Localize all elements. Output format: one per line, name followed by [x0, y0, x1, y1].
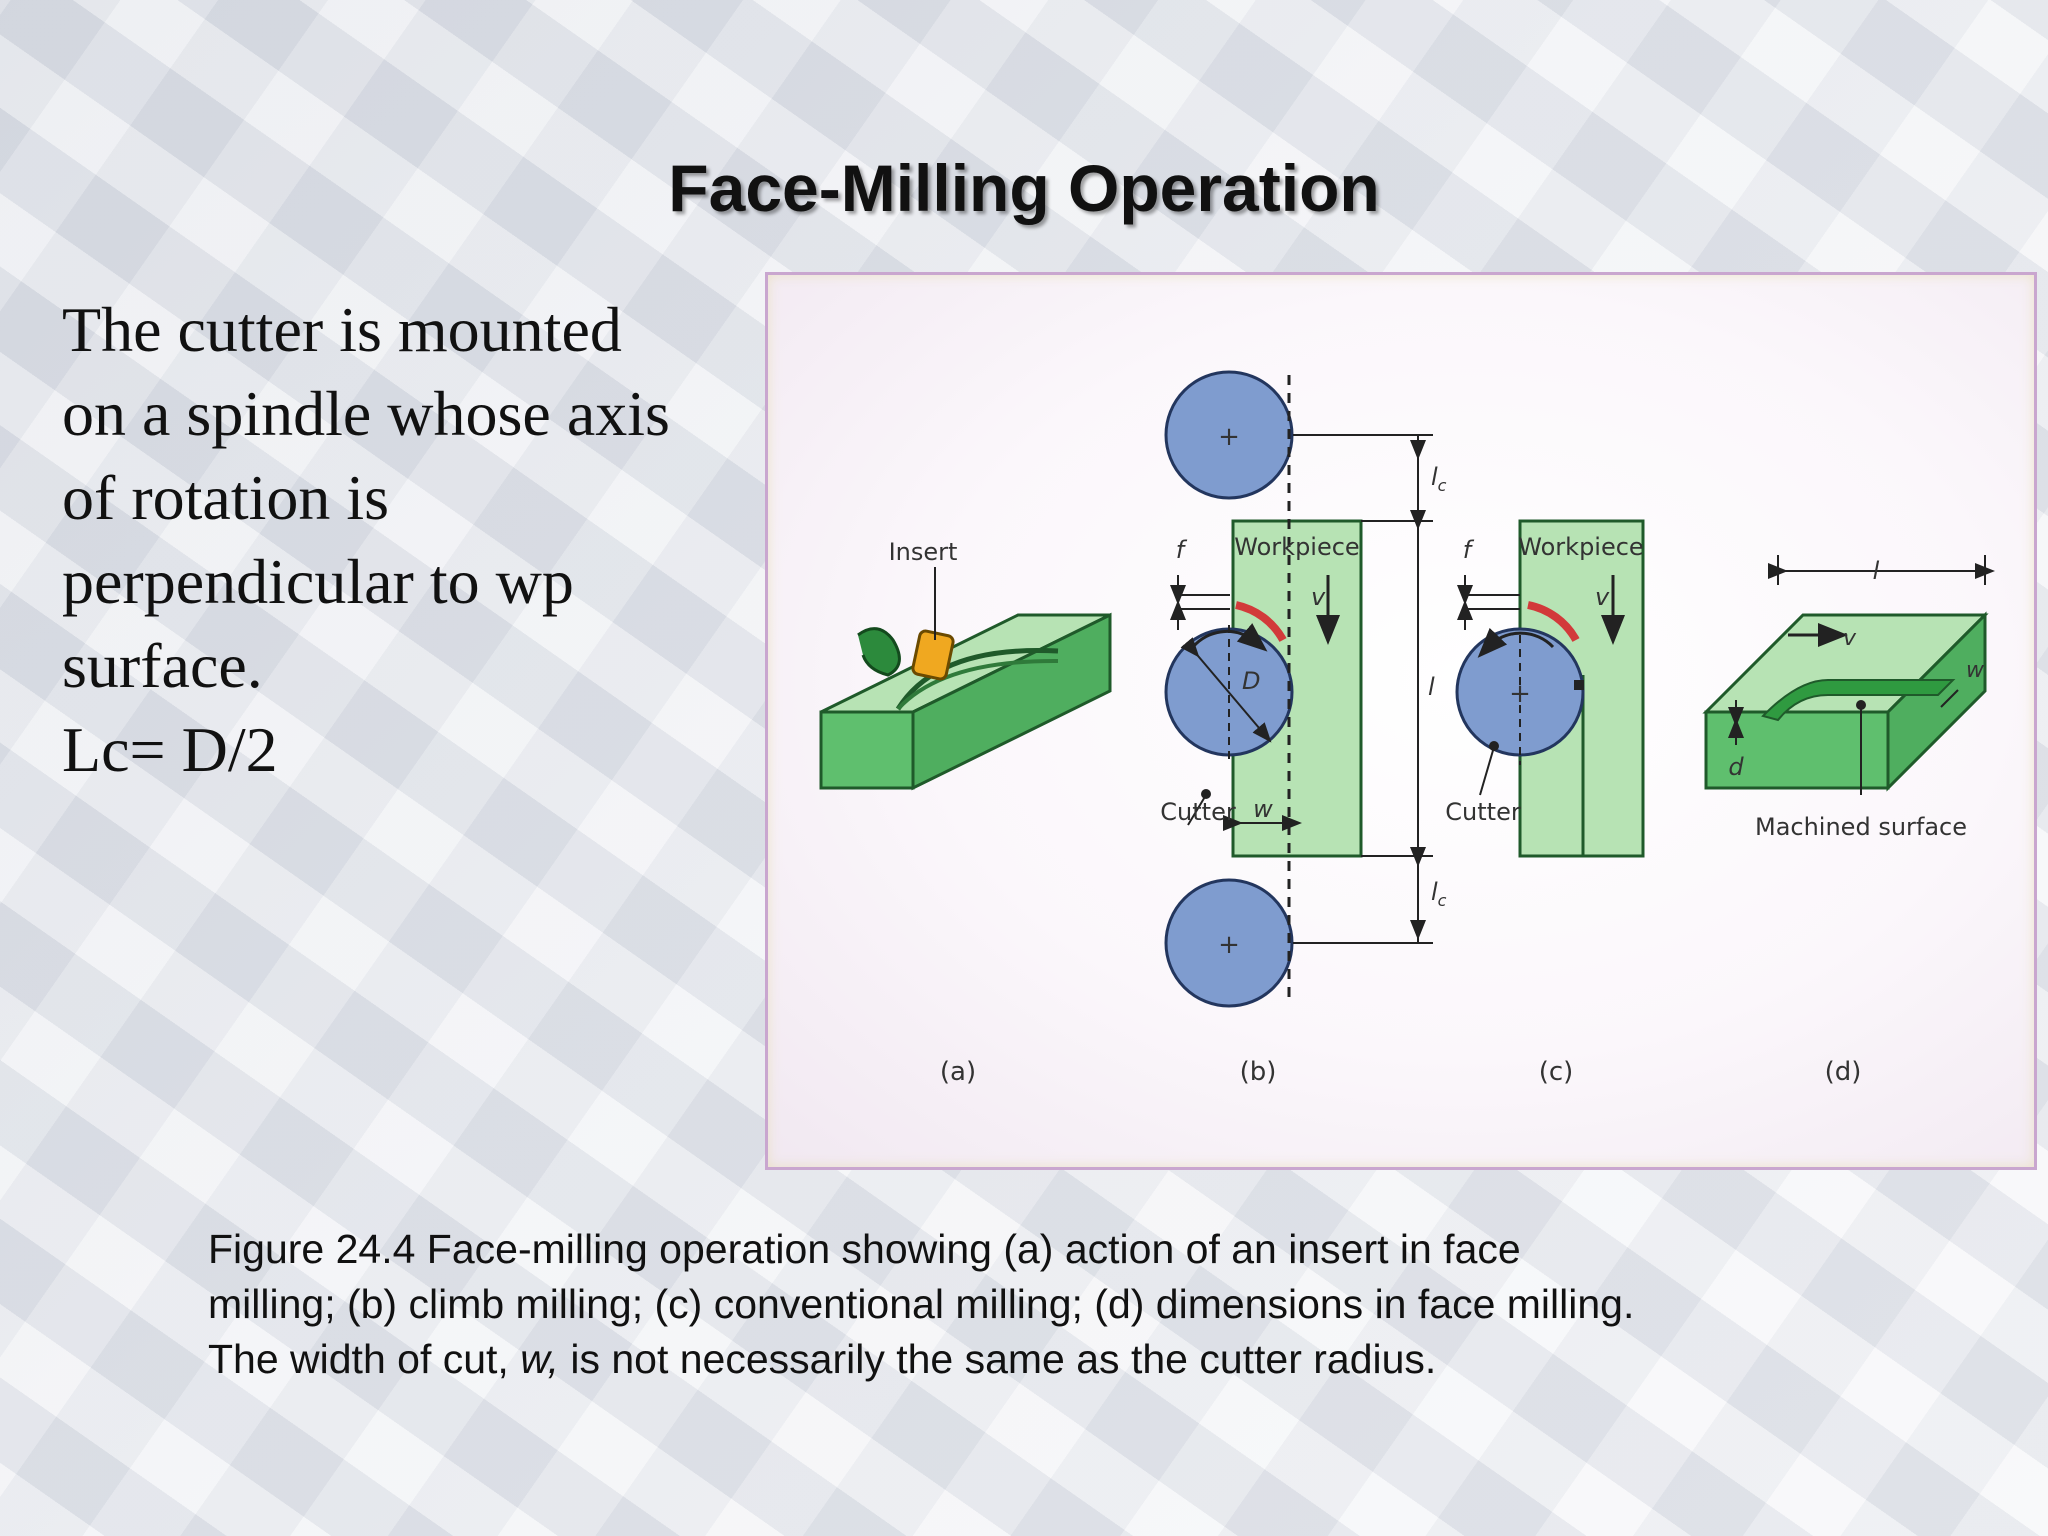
cutter-b-entry [1164, 370, 1294, 500]
f-c-label: f [1463, 536, 1475, 564]
panel-a-block [819, 612, 1112, 791]
f-b-label: f [1176, 536, 1188, 564]
body-line: surface. [62, 630, 263, 701]
caption-line: milling; (b) climb milling; (c) conventi… [208, 1281, 1635, 1327]
panel-b-label: (b) [1240, 1057, 1277, 1087]
insert-label: Insert [889, 538, 958, 566]
slide-title: Face-Milling Operation [668, 151, 1380, 225]
lc-bottom-label: lc [1431, 878, 1447, 910]
chip-c [1527, 601, 1580, 643]
chip-b [1235, 601, 1287, 643]
panel-b [1164, 370, 1433, 1008]
body-line: Lc= D/2 [62, 714, 278, 785]
plus-marker: + [1218, 422, 1240, 452]
caption-line: The width of cut, w, is not necessarily … [208, 1336, 1437, 1382]
machined-surface-label: Machined surface [1755, 813, 1967, 841]
caption-line: Figure 24.4 Face-milling operation showi… [208, 1226, 1521, 1272]
cutter-b-exit [1164, 878, 1294, 1008]
lc-top-label: lc [1431, 463, 1447, 495]
w-b-label: w [1253, 795, 1273, 823]
body-text: The cutter is mounted on a spindle whose… [62, 288, 762, 792]
cutter-c-label: Cutter [1445, 798, 1521, 826]
plus-marker: + [1509, 679, 1531, 709]
d-d-label: d [1728, 753, 1744, 781]
body-line: perpendicular to wp [62, 546, 574, 617]
panel-d-label: (d) [1825, 1057, 1862, 1087]
body-line: The cutter is mounted [62, 294, 622, 365]
face-milling-diagram: Insert + [819, 370, 1995, 1087]
insert-icon [857, 627, 955, 681]
cutter-b-label: Cutter [1160, 798, 1236, 826]
l-b-label: l [1428, 673, 1435, 701]
plus-marker: + [1218, 930, 1240, 960]
workpiece-c-label: Workpiece [1518, 533, 1643, 561]
figure-caption: Figure 24.4 Face-milling operation showi… [208, 1222, 1908, 1387]
panel-c [1455, 519, 1645, 858]
v-c-label: v [1595, 583, 1610, 611]
v-b-label: v [1311, 583, 1326, 611]
w-d-label: w [1966, 658, 1985, 683]
workpiece-b-label: Workpiece [1234, 533, 1359, 561]
l-d-label: l [1873, 557, 1880, 585]
body-line: on a spindle whose axis [62, 378, 670, 449]
figure-24-4: Insert + [765, 272, 2037, 1170]
v-d-label: v [1843, 626, 1857, 651]
panel-c-label: (c) [1539, 1057, 1574, 1087]
panel-a-label: (a) [940, 1057, 976, 1087]
D-label: D [1242, 667, 1260, 695]
body-line: of rotation is [62, 462, 390, 533]
panel-d-block [1702, 555, 1995, 795]
